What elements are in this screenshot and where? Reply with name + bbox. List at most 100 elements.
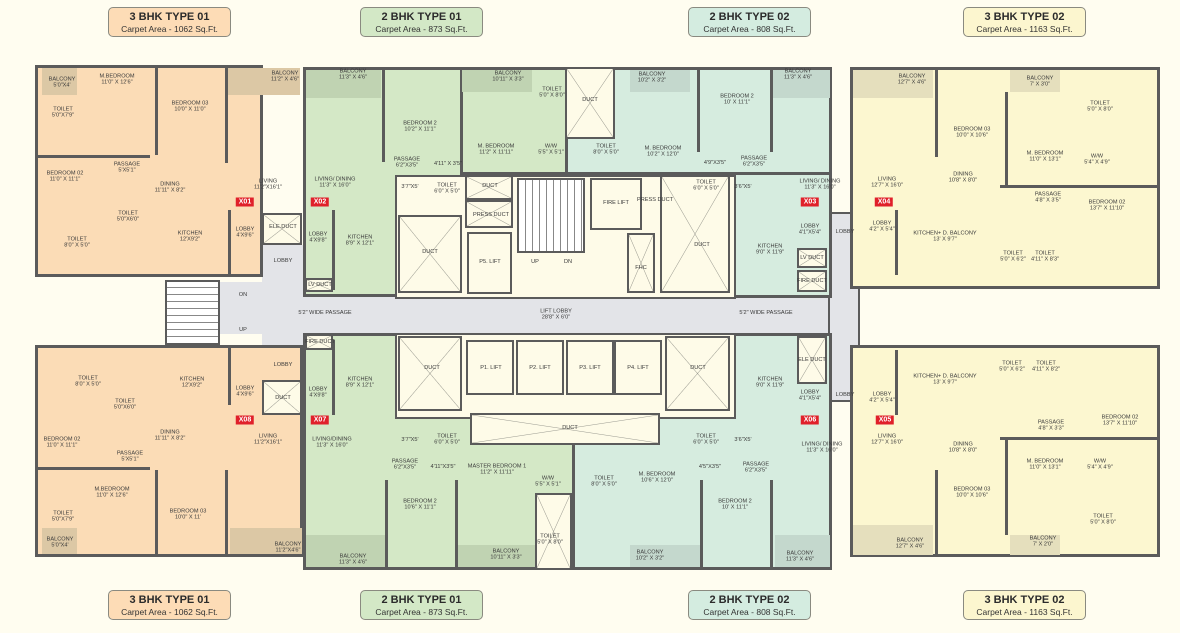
room-dimensions: 4'11" X 8'2" xyxy=(1031,367,1061,373)
room-name: KITCHEN xyxy=(347,234,373,241)
room-dimensions: 10' X 11'1" xyxy=(723,100,751,106)
room-name: LIFT LOBBY xyxy=(540,308,572,315)
core-label: LOBBY xyxy=(274,258,293,264)
room-dimensions: 12'X9'2" xyxy=(181,383,203,389)
balcony xyxy=(306,70,381,98)
core-label: P4. LIFT xyxy=(627,365,648,371)
room-name: BEDROOM 2 xyxy=(403,498,437,505)
core-label: ELE.DUCT xyxy=(269,224,297,230)
room-name: TOILET xyxy=(437,433,457,440)
room-name: M.BEDROOM xyxy=(99,73,135,80)
duct xyxy=(262,380,302,415)
balcony xyxy=(458,545,553,567)
room-name: BALCONY xyxy=(492,548,520,555)
room-name: 5'2" WIDE PASSAGE xyxy=(739,309,793,316)
core-label: FIRE DUCT xyxy=(797,278,827,284)
unit-number-tag: X08 xyxy=(235,415,255,425)
room-name: BALCONY xyxy=(339,68,367,75)
room-name: BALCONY xyxy=(271,70,299,77)
unit-number-tag: X07 xyxy=(310,415,330,425)
room-name: PASSAGE xyxy=(742,461,770,468)
room-name: LIVING/ DINING xyxy=(801,441,843,448)
room-dimensions: 5'5" X 5'1" xyxy=(535,482,561,488)
core-label: LOBBY xyxy=(836,392,855,398)
room-name: TOILET xyxy=(594,475,614,482)
room-name: LOBBY xyxy=(235,385,255,392)
carpet-area: Carpet Area - 1163 Sq.Ft. xyxy=(976,24,1073,34)
room-dimensions: 11'0" X 13'1" xyxy=(1029,157,1061,163)
p2-lift xyxy=(516,340,564,395)
room-dimensions: 7' X 3'0" xyxy=(1029,82,1051,88)
room-dimensions: 4'X9'8" xyxy=(309,393,327,399)
room-dimensions: 5'0" X 8'0" xyxy=(1087,107,1113,113)
unit-x08 xyxy=(35,345,303,557)
room-name: PRESS DUCT xyxy=(472,211,510,218)
duct xyxy=(665,336,730,411)
room-name: LOBBY xyxy=(800,389,820,396)
room-dimensions: 3'6"X5' xyxy=(734,183,752,190)
room-name: TOILET xyxy=(115,398,135,405)
room-dimensions: 7' X 2'0" xyxy=(1032,542,1054,548)
room-dimensions: 6'2"X3'5" xyxy=(395,163,419,169)
room-name: PRESS DUCT xyxy=(636,196,674,203)
room-name: TOILET xyxy=(542,86,562,93)
balcony xyxy=(1010,535,1060,555)
core-label: P2. LIFT xyxy=(529,365,550,371)
room-dimensions: 5'0" X 8'0" xyxy=(1090,520,1116,526)
balcony xyxy=(772,70,830,98)
room-dimensions: 10'11" X 3'3" xyxy=(492,77,524,83)
room-name: BALCONY xyxy=(896,537,924,544)
room-name: BALCONY xyxy=(48,76,76,83)
room-dimensions: 11'0" X 12'6" xyxy=(101,80,133,86)
room-dimensions: 6'0" X 5'0" xyxy=(434,189,460,195)
room-name: KITCHEN xyxy=(177,230,203,237)
room-dimensions: 4'11" X 8'3" xyxy=(1030,257,1060,263)
room-dimensions: 11'0" X 12'6" xyxy=(96,493,128,499)
room-name: DUCT xyxy=(275,394,291,401)
room-name: LOBBY xyxy=(800,223,820,230)
room-dimensions: 11'3" X 16'0" xyxy=(806,448,838,454)
room-name: LOBBY xyxy=(835,228,855,235)
room-dimensions: 11'3" X 4'6" xyxy=(785,557,815,563)
duct xyxy=(398,215,462,293)
core-label: DUCT xyxy=(562,425,578,431)
core-label: FHC xyxy=(635,265,647,271)
unit-number-tag: X05 xyxy=(875,415,895,425)
room-dimensions: 11'11" X 8'2" xyxy=(154,188,186,194)
room-name: TOILET xyxy=(1036,360,1056,367)
unit-number-tag: X06 xyxy=(800,415,820,425)
room-name: TOILET xyxy=(53,510,73,517)
carpet-area: Carpet Area - 808 Sq.Ft. xyxy=(703,607,796,617)
room-name: BALCONY xyxy=(1026,75,1054,82)
unit-number-tag: X01 xyxy=(235,197,255,207)
unit-type: 2 BHK TYPE 02 xyxy=(709,594,790,606)
core-label: UP xyxy=(239,327,247,333)
room-name: M. BEDROOM xyxy=(1026,458,1064,465)
room-dimensions: 12'X9'2" xyxy=(179,237,201,243)
